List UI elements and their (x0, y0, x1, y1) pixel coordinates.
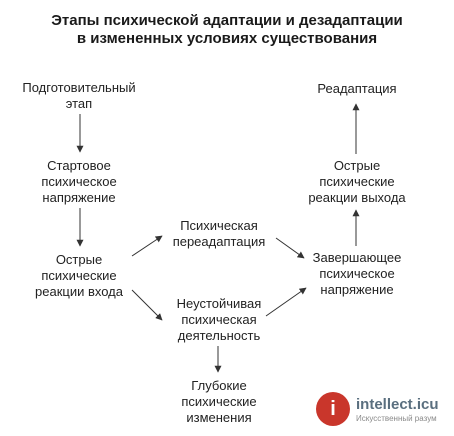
node-text: Острые (333, 158, 381, 173)
node-psychic-readaptation: Психическая переадаптация (144, 218, 294, 250)
node-text: реакции выхода (308, 190, 406, 205)
logo-text: intellect.icu (356, 396, 439, 413)
node-start-tension: Стартовое психическое напряжение (4, 158, 154, 206)
arrow-acute-entry-to-unstable (131, 289, 163, 321)
node-text: Глубокие (191, 378, 247, 393)
title-line-2: в измененных условиях существования (76, 30, 378, 47)
node-text: Психическая (180, 218, 258, 233)
node-text: изменения (186, 410, 252, 425)
title-line-1: Этапы психической адаптации и дезадаптац… (51, 12, 403, 29)
node-text: психическое (319, 266, 395, 281)
arrow-unstable-to-final (265, 287, 307, 317)
node-text: Острые (55, 252, 103, 267)
node-text: психическая (181, 312, 257, 327)
watermark-logo: i intellect.icu Искусственный разум (316, 392, 446, 428)
logo-badge-icon: i (316, 392, 350, 426)
node-text: Стартовое (47, 158, 111, 173)
node-text: напряжение (320, 282, 394, 297)
node-final-tension: Завершающее психическое напряжение (282, 250, 432, 298)
node-text: Подготовительный (22, 80, 136, 95)
node-deep-changes: Глубокие психические изменения (144, 378, 294, 426)
node-text: напряжение (42, 190, 116, 205)
node-text: психические (319, 174, 395, 189)
logo-subtext: Искусственный разум (356, 414, 437, 423)
node-text: этап (65, 96, 93, 111)
arrow-readaptation-to-final (275, 237, 305, 259)
node-acute-entry-reactions: Острые психические реакции входа (4, 252, 154, 300)
node-text: психическое (41, 174, 117, 189)
diagram-title: Этапы психической адаптации и дезадаптац… (0, 12, 454, 48)
node-text: психические (41, 268, 117, 283)
node-acute-exit-reactions: Острые психические реакции выхода (282, 158, 432, 206)
node-text: переадаптация (172, 234, 266, 249)
arrow-acute-entry-to-readaptation (131, 235, 163, 257)
node-unstable-activity: Неустойчивая психическая деятельность (144, 296, 294, 344)
node-text: Реадаптация (317, 81, 397, 96)
node-text: деятельность (177, 328, 261, 343)
node-text: психические (181, 394, 257, 409)
node-readaptation: Реадаптация (282, 81, 432, 97)
node-preparatory-stage: Подготовительный этап (4, 80, 154, 112)
node-text: Завершающее (312, 250, 402, 265)
node-text: реакции входа (35, 284, 123, 299)
node-text: Неустойчивая (176, 296, 262, 311)
